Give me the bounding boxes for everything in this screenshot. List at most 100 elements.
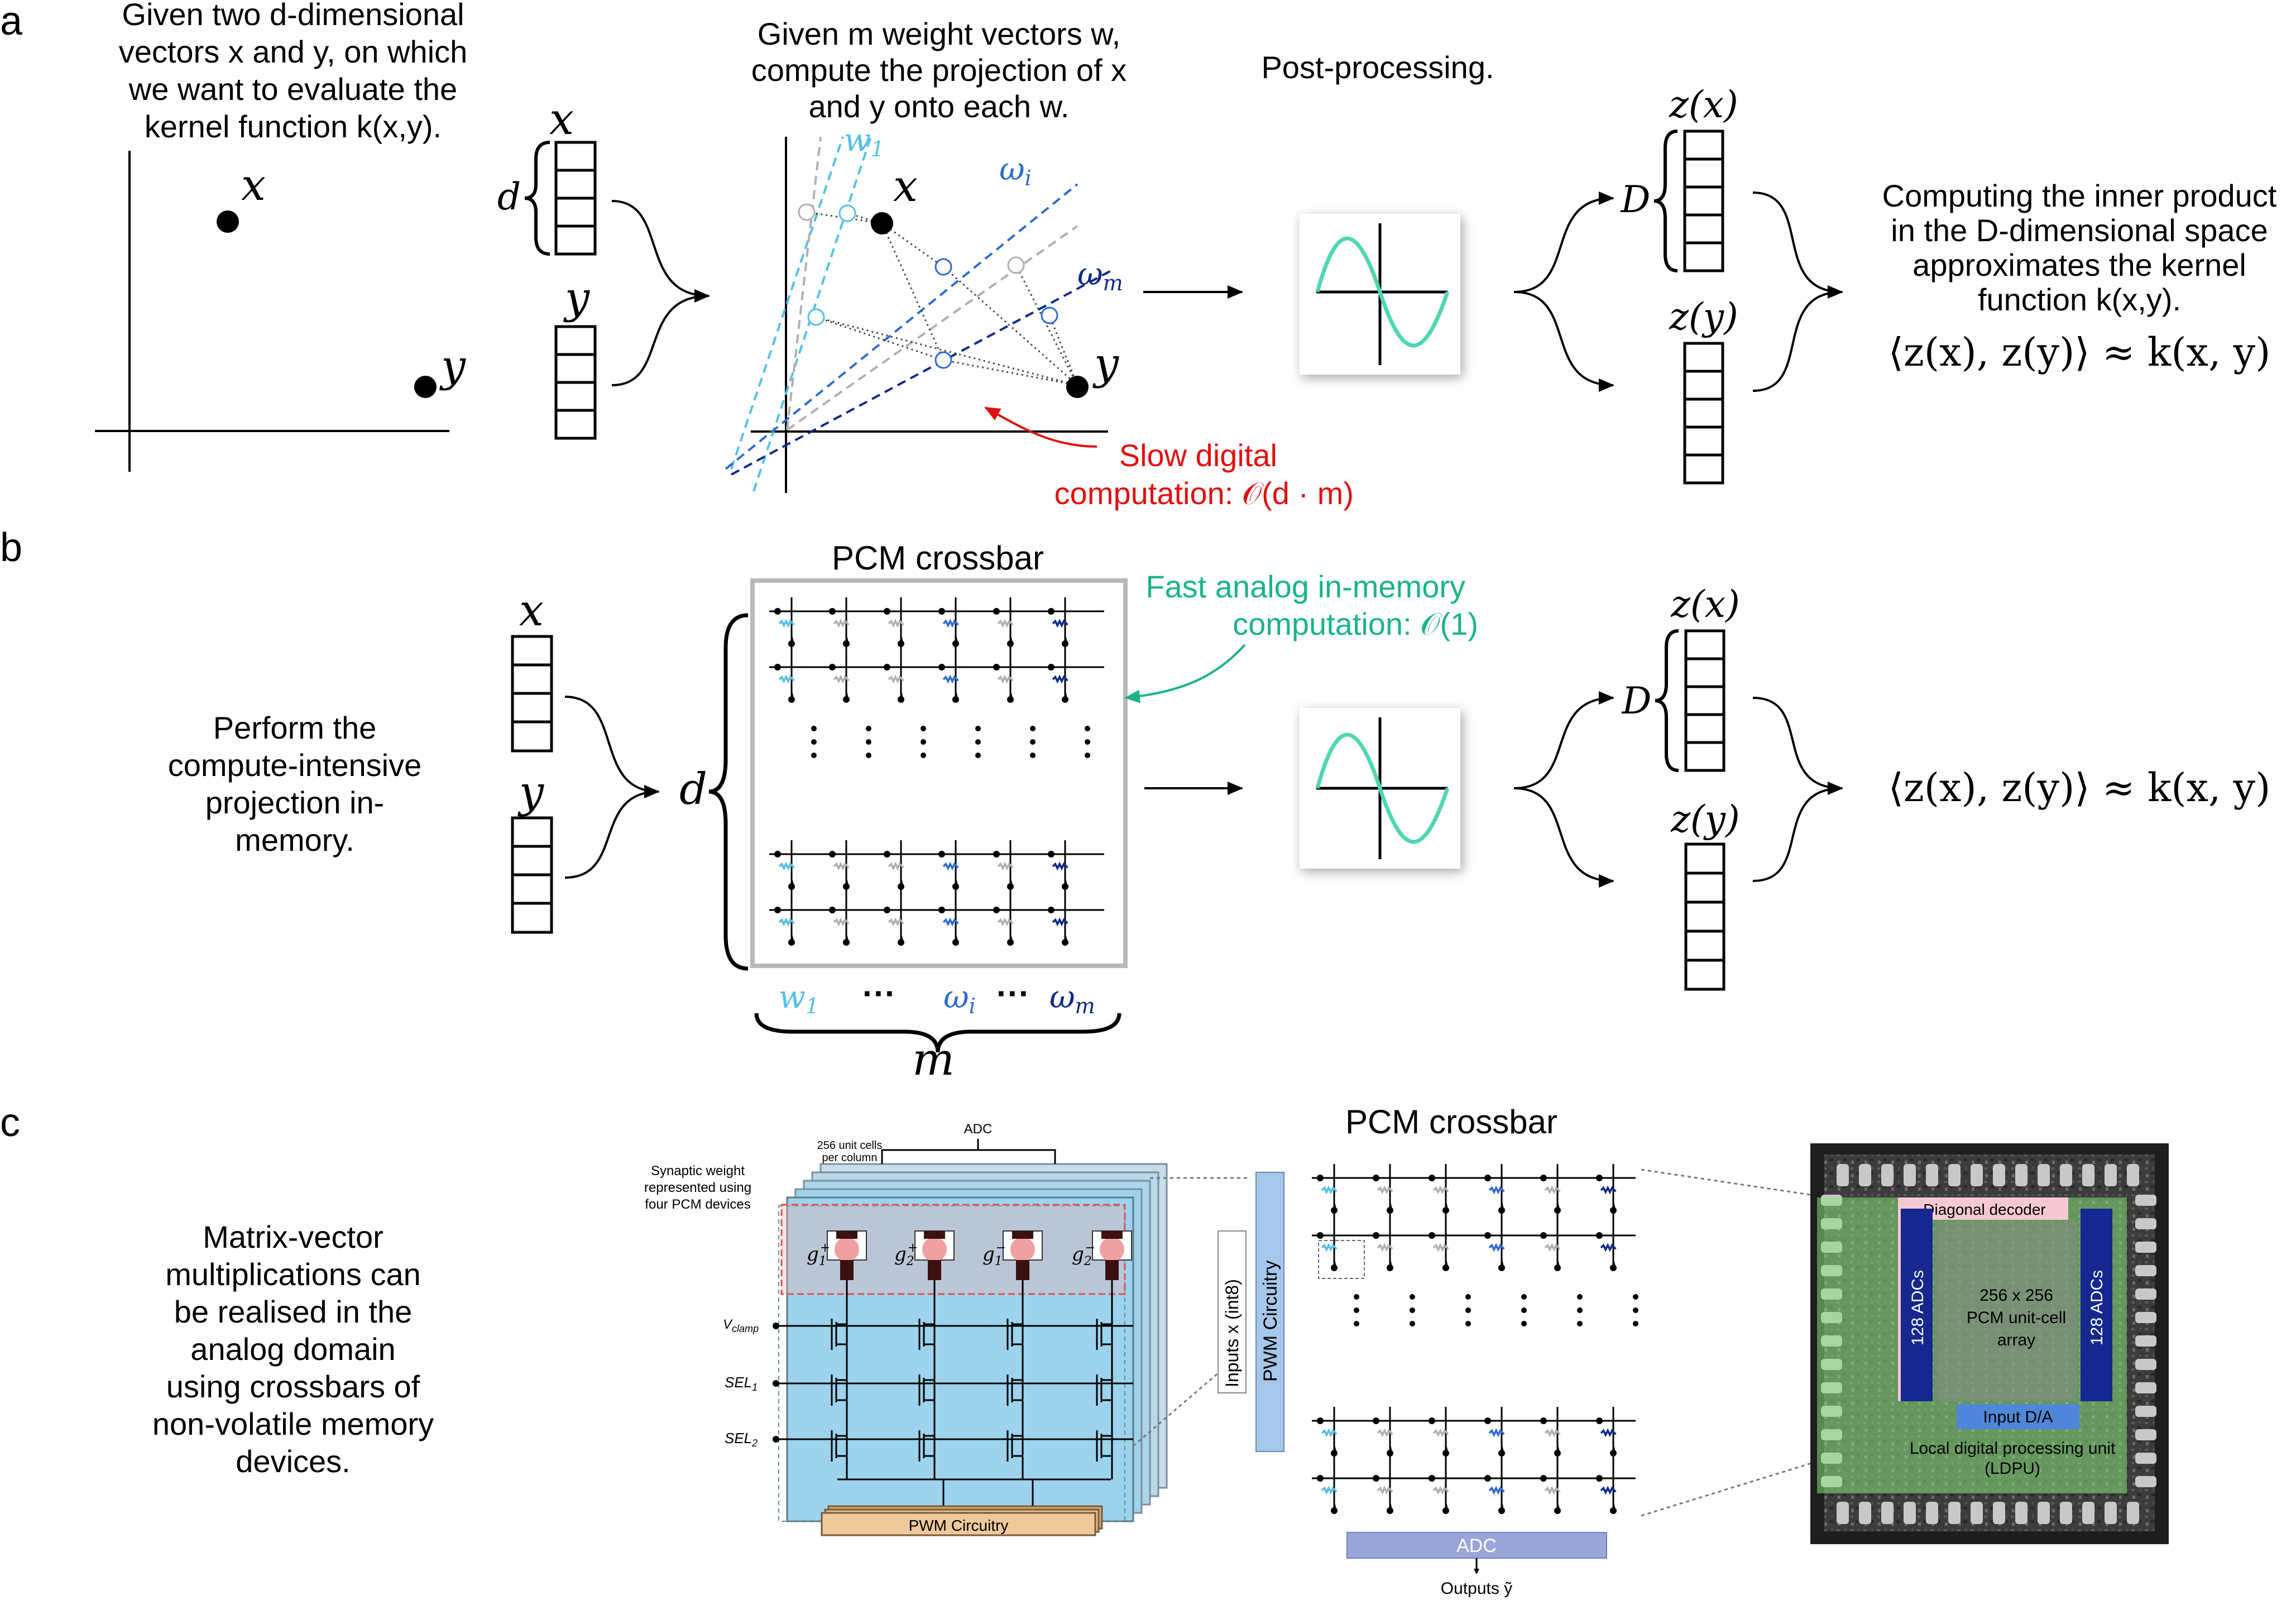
slow-line-1: Slow digital xyxy=(1119,438,1277,473)
intro-line-2: vectors x and y, on which xyxy=(119,34,468,69)
sel2-label: SEL2 xyxy=(725,1430,758,1449)
w1-label-b: w1 xyxy=(779,979,819,1018)
projection-line-3: and y onto each w. xyxy=(808,89,1069,124)
zx-label-a: z(x) xyxy=(1669,83,1738,126)
c-line-1: Matrix-vector xyxy=(203,1219,384,1254)
intro-line-3: we want to evaluate the xyxy=(128,71,457,107)
transistor-circuit xyxy=(773,1280,1133,1506)
panel-b-label: b xyxy=(0,525,22,570)
dim-d-label-b: d xyxy=(679,764,707,815)
projection-text: Given m weight vectors w, compute the pr… xyxy=(751,16,1127,124)
proj-point-y xyxy=(1066,376,1089,398)
adcs-right-bar xyxy=(2081,1209,2112,1401)
ldpu-line-2: (LDPU) xyxy=(1985,1459,2040,1478)
c-line-3: be realised in the xyxy=(174,1294,413,1329)
adcs-left-bar xyxy=(1901,1209,1933,1401)
pcm-array-region xyxy=(1937,1223,2077,1401)
slow-line-2: computation: 𝒪(d · m) xyxy=(1054,476,1354,511)
pwm-vertical-bar xyxy=(1255,1172,1284,1452)
outputs-label: Outputs ỹ xyxy=(1441,1579,1512,1598)
fast-line-1: Fast analog in-memory xyxy=(1145,569,1465,604)
array-line-3: array xyxy=(1997,1331,2035,1349)
panel-a-label: a xyxy=(0,0,23,44)
pcm-devices: g1+ g2+ g1− g2− xyxy=(807,1230,1132,1280)
connector-lines-left xyxy=(1133,1177,1250,1447)
vclamp-label: Vclamp xyxy=(723,1317,759,1334)
pwm-block: PWM Circuitry xyxy=(821,1505,1103,1536)
point-x xyxy=(217,210,239,233)
wm-label-b: ωm xyxy=(1049,979,1095,1018)
panel-c-text: Matrix-vector multiplications can be rea… xyxy=(152,1219,434,1479)
crossbar-b-frame xyxy=(750,578,1128,968)
proj-point-y-label: y xyxy=(1092,339,1119,389)
postproc-label: Post-processing. xyxy=(1261,50,1494,85)
pwm-label: PWM Circuitry xyxy=(909,1517,1009,1534)
split-arrow-a xyxy=(1513,191,1614,392)
dots-b-2: ··· xyxy=(996,975,1030,1012)
zx-label-b: z(x) xyxy=(1670,583,1740,626)
adcs-left-label: 128 ADCs xyxy=(1909,1270,1927,1345)
panel-b-text: Perform the compute-intensive projection… xyxy=(168,710,421,858)
crossbar-b-grid xyxy=(769,597,1104,946)
c-line-2: multiplications can xyxy=(165,1257,421,1292)
g-label: g2− xyxy=(1072,1241,1095,1268)
vector-x-b-label: x xyxy=(519,586,544,636)
vector-x: x d xyxy=(497,94,597,256)
sine-box-b xyxy=(1300,708,1460,869)
b-line-3: projection in- xyxy=(205,785,385,820)
dim-d-label: d xyxy=(497,175,521,218)
c-line-5: using crossbars of xyxy=(166,1369,420,1404)
merge-arrow-b2 xyxy=(1752,697,1843,882)
sel1-label: SEL1 xyxy=(725,1374,758,1393)
fast-line-2: computation: 𝒪(1) xyxy=(1233,606,1478,641)
b-line-1: Perform the xyxy=(213,710,377,745)
vector-zy-b: z(y) xyxy=(1670,798,1740,991)
c-line-6: non-volatile memory xyxy=(152,1406,434,1441)
result-line-4: function k(x,y). xyxy=(1978,282,2181,317)
unit-cells-line-1: 256 unit cells xyxy=(817,1139,883,1152)
unit-cells-line-2: per column xyxy=(822,1152,878,1164)
result-line-2: in the D-dimensional space xyxy=(1891,213,2268,248)
intro-line-4: kernel function k(x,y). xyxy=(145,109,442,144)
sine-box-a xyxy=(1300,214,1460,375)
inputs-box xyxy=(1217,1230,1247,1393)
b-line-4: memory. xyxy=(235,822,354,858)
projection-plot: x y w1 ωi ωm xyxy=(725,122,1123,493)
kernel-formula-a: ⟨z(x), z(y)⟩ ≈ k(x, y) xyxy=(1888,329,2271,375)
input-da-bar xyxy=(1957,1404,2079,1429)
result-line-3: approximates the kernel xyxy=(1912,247,2246,282)
intro-line-1: Given two d-dimensional xyxy=(122,0,464,32)
projection-line-2: compute the projection of x xyxy=(751,52,1127,88)
crossbar-b-title: PCM crossbar xyxy=(832,539,1044,577)
panel-c: c Matrix-vector multiplications can be r… xyxy=(0,1100,2169,1598)
vector-y-label: y xyxy=(563,273,590,323)
brace-m-b xyxy=(754,1013,1121,1053)
panel-a-intro-text: Given two d-dimensional vectors x and y,… xyxy=(119,0,468,144)
adcs-right-label: 128 ADCs xyxy=(2088,1270,2106,1345)
b-line-2: compute-intensive xyxy=(168,748,421,783)
crossbar-c-title: PCM crossbar xyxy=(1345,1103,1557,1141)
proj-point-x xyxy=(871,212,893,234)
merge-arrow-b xyxy=(564,696,660,879)
dim-D-label-b: D xyxy=(1622,679,1652,722)
vector-zy-a: z(y) xyxy=(1669,295,1738,485)
panel-c-label: c xyxy=(0,1100,20,1145)
g-label: g2+ xyxy=(894,1241,918,1268)
vector-zx-b: z(x) D xyxy=(1622,583,1740,772)
unit-cell-array: g1+ g2+ g1− g2− Vclamp SEL1 SEL2 xyxy=(723,1163,1168,1522)
input-da-label: Input D/A xyxy=(1983,1408,2053,1426)
pwm-vertical-label: PWM Circuitry xyxy=(1260,1261,1281,1382)
crossbar-c-grid xyxy=(1312,1164,1638,1514)
fast-arrow xyxy=(1124,644,1246,703)
vector-y-b: y xyxy=(511,767,553,934)
adc-wires xyxy=(881,1139,1056,1164)
g-label: g1+ xyxy=(807,1241,830,1268)
point-y-label: y xyxy=(439,341,466,391)
dots-b-1: ··· xyxy=(862,975,896,1012)
slow-arrow xyxy=(984,406,1097,448)
merge-arrow-a2 xyxy=(1752,191,1843,392)
g-label: g1− xyxy=(982,1241,1006,1268)
brace-d-b xyxy=(708,613,749,971)
adc-bottom-label: ADC xyxy=(1456,1535,1497,1556)
